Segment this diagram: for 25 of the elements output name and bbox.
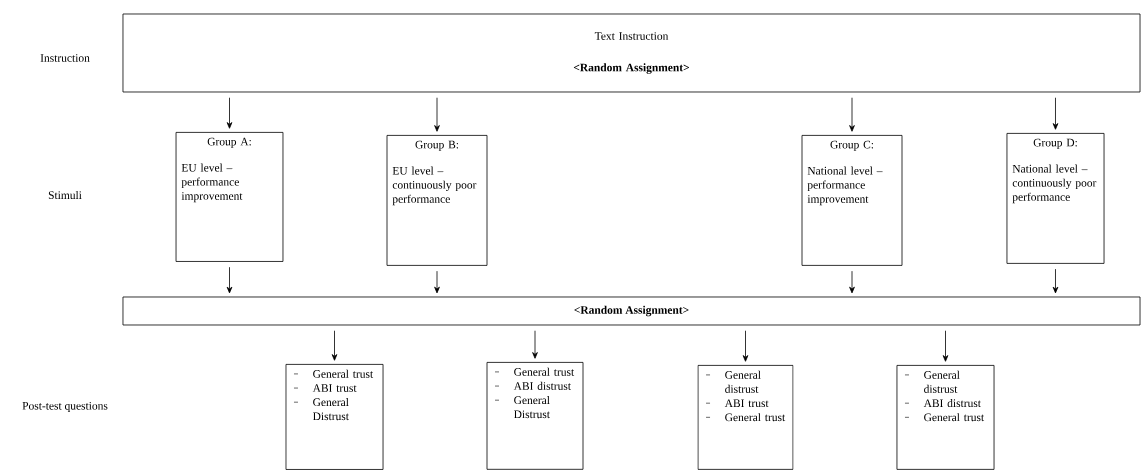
group-box: Group A: EU level – performance improvement	[175, 132, 284, 262]
arrow	[226, 266, 233, 294]
instruction-box: Text Instruction <Random Assignment>	[122, 13, 1141, 93]
arrow	[1052, 268, 1059, 294]
question-box: General distrust ABI distrust General trust	[896, 365, 995, 470]
arrow	[434, 97, 440, 132]
group-box: Group C: National level – performance improvement	[801, 135, 903, 266]
arrow	[849, 270, 855, 294]
arrow	[434, 270, 440, 294]
arrow	[942, 330, 949, 362]
arrow	[742, 330, 749, 362]
arrow	[532, 330, 538, 359]
arrow	[849, 97, 855, 132]
arrow	[226, 97, 233, 129]
question-box: General trust ABI distrust General Distrust	[486, 362, 584, 470]
group-box: Group B: EU level – continuously poor performance	[386, 135, 488, 266]
group-box: Group D: National level – continuously poor performance	[1006, 133, 1105, 264]
arrow	[331, 330, 338, 361]
question-box: General distrust ABI trust General trust	[697, 365, 794, 470]
row-label: Post-test questions	[22, 402, 108, 412]
assignment-band: <Random Assignment>	[122, 296, 1141, 326]
arrow	[1052, 97, 1059, 130]
row-label: Instruction	[40, 54, 90, 62]
row-label: Stimuli	[48, 190, 82, 199]
question-box: General trust ABI trust General Distrust	[285, 364, 384, 470]
